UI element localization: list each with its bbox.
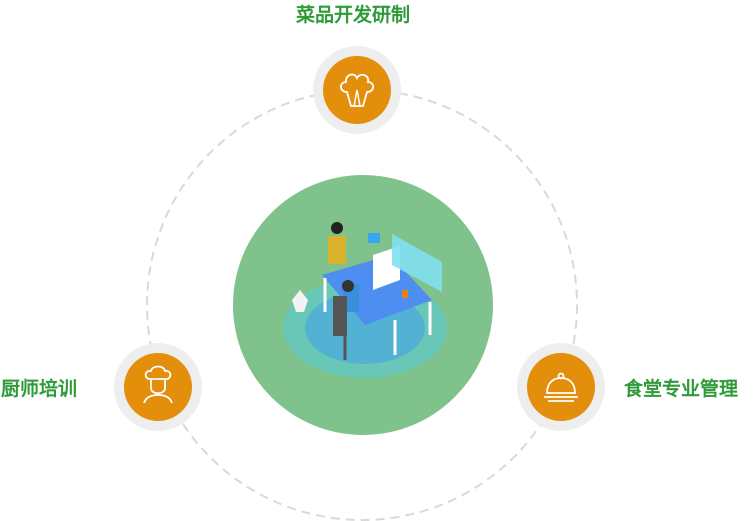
node-chef-training[interactable] bbox=[114, 343, 202, 431]
label-chef-training: 厨师培训 bbox=[1, 378, 78, 400]
label-dish-development: 菜品开发研制 bbox=[296, 4, 411, 26]
chef-icon bbox=[143, 365, 173, 404]
node-dish-development[interactable] bbox=[313, 46, 401, 134]
cloche-icon bbox=[544, 372, 578, 402]
broccoli-icon bbox=[339, 73, 375, 107]
node-canteen-management[interactable] bbox=[517, 343, 605, 431]
office-illustration bbox=[283, 222, 447, 378]
label-canteen-management: 食堂专业管理 bbox=[624, 378, 739, 400]
